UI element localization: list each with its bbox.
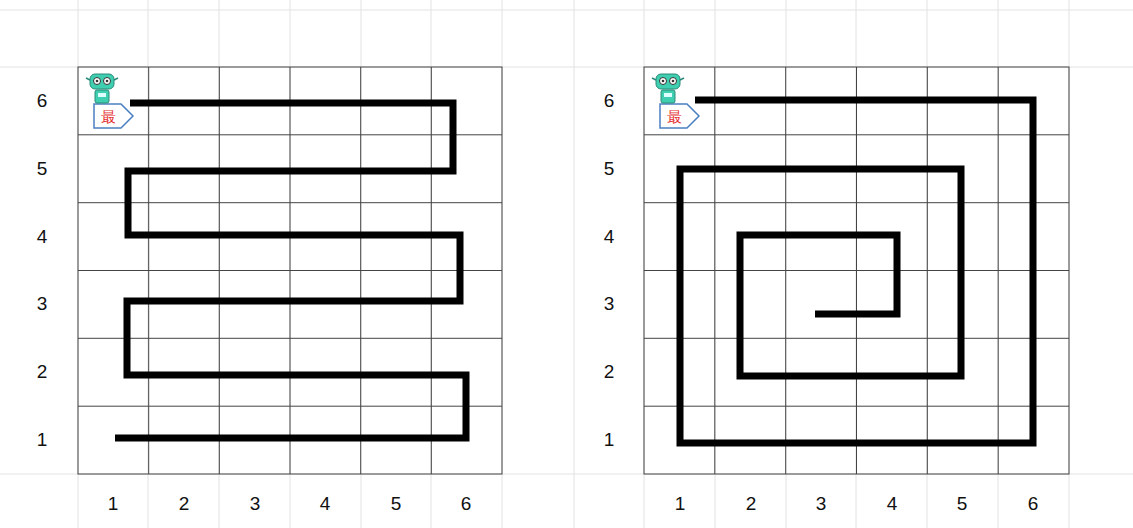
row-number: 1 xyxy=(37,429,48,451)
row-number: 2 xyxy=(37,361,48,383)
column-number: 1 xyxy=(108,493,119,515)
column-number: 3 xyxy=(816,493,827,515)
spiral-path xyxy=(680,100,1033,443)
column-number: 1 xyxy=(675,493,686,515)
row-number: 5 xyxy=(37,158,48,180)
column-number: 2 xyxy=(179,493,190,515)
column-number: 4 xyxy=(887,493,898,515)
column-number: 3 xyxy=(250,493,261,515)
row-number: 2 xyxy=(604,361,615,383)
column-number: 2 xyxy=(746,493,757,515)
row-number: 1 xyxy=(604,429,615,451)
row-number: 4 xyxy=(37,226,48,248)
row-number: 6 xyxy=(37,90,48,112)
column-number: 5 xyxy=(391,493,402,515)
row-number: 5 xyxy=(604,158,615,180)
row-number: 6 xyxy=(604,90,615,112)
robot-mark: 最 xyxy=(101,108,116,127)
row-number: 4 xyxy=(604,226,615,248)
column-number: 4 xyxy=(320,493,331,515)
column-number: 6 xyxy=(1028,493,1039,515)
row-number: 3 xyxy=(604,293,615,315)
zigzag-path xyxy=(115,103,466,438)
robot-icon xyxy=(86,74,133,128)
row-number: 3 xyxy=(37,293,48,315)
robot-mark: 最 xyxy=(667,108,682,127)
grid-right xyxy=(644,67,1069,474)
column-number: 5 xyxy=(957,493,968,515)
grid-left xyxy=(78,67,502,474)
column-number: 6 xyxy=(461,493,472,515)
